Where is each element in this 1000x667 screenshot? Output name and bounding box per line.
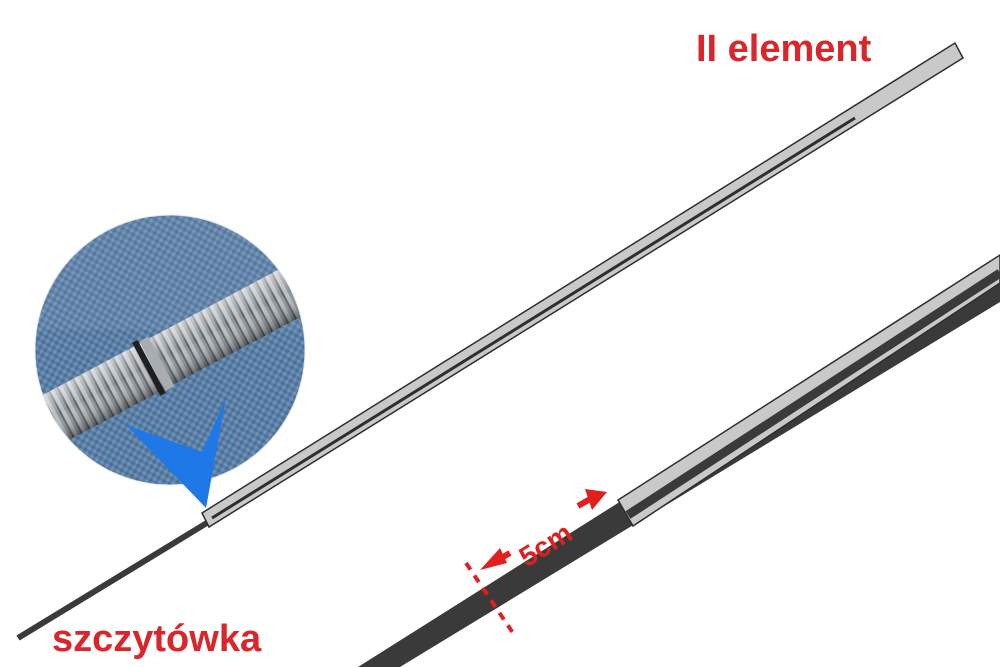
double-arrow-icon [480,489,607,570]
inner-tip-visible [211,116,856,520]
down-right-arrow-icon [126,398,226,508]
second-element-label: II element [696,28,872,70]
tip-section-label: szczytówka [52,618,262,660]
tip-section [16,515,217,641]
lower-rod [358,254,1000,667]
lower-inner-core [625,269,1000,519]
upper-rod [16,41,964,641]
